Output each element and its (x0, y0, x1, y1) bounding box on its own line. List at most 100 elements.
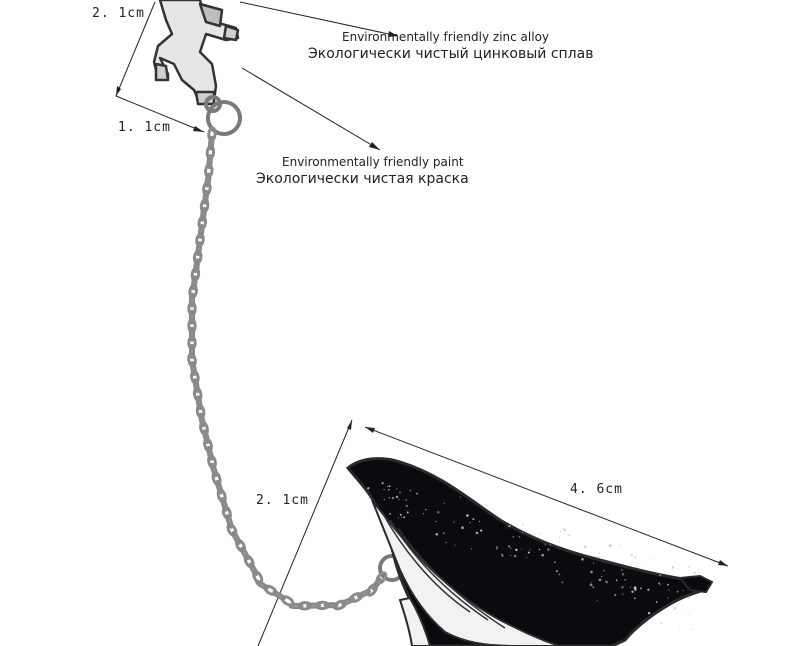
glitter-speck (453, 521, 455, 523)
jump-ring (206, 100, 242, 136)
glitter-speck (609, 544, 612, 547)
glitter-speck (603, 569, 605, 572)
alloy-caption-en: Environmentally friendly zinc alloy (342, 30, 550, 44)
glitter-speck (547, 548, 550, 551)
glitter-speck (435, 520, 437, 523)
glitter-speck (454, 544, 456, 546)
glitter-speck (621, 586, 624, 589)
glitter-speck (583, 545, 587, 549)
astronaut-boot (154, 62, 170, 82)
glitter-speck (388, 497, 390, 499)
chain-link (204, 172, 212, 188)
glitter-speck (383, 488, 385, 491)
glitter-speck (686, 609, 688, 612)
dim-line-astronaut-height (115, 1, 156, 97)
glitter-speck (581, 557, 584, 561)
chain-link (188, 309, 196, 325)
pointer-line-alloy (239, 1, 399, 37)
glitter-speck (592, 562, 595, 564)
glitter-speck (518, 536, 521, 538)
chain (187, 126, 388, 611)
glitter-speck (485, 504, 488, 507)
glitter-speck (459, 496, 462, 498)
glitter-speck (568, 534, 571, 537)
chain-link (191, 275, 198, 291)
glitter-speck (529, 548, 531, 551)
glitter-speck (383, 499, 385, 501)
glitter-speck (633, 555, 637, 559)
glitter-speck (605, 580, 608, 584)
glitter-speck (399, 513, 402, 516)
glitter-speck (589, 583, 593, 587)
chain-link (323, 602, 339, 609)
glitter-speck (667, 583, 669, 586)
glitter-speck (561, 581, 564, 584)
chain-link (202, 429, 210, 445)
glitter-speck (682, 589, 684, 592)
astronaut-pin (152, 0, 240, 106)
glitter-speck (368, 497, 370, 499)
glitter-speck (508, 545, 510, 548)
glitter-speck (635, 565, 638, 568)
glitter-speck (633, 586, 637, 590)
glitter-speck (494, 509, 496, 511)
glitter-speck (416, 492, 418, 495)
glitter-speck (549, 544, 552, 546)
glitter-speck (461, 526, 464, 530)
glitter-speck (544, 544, 546, 546)
arrowheads (116, 31, 728, 566)
arrowhead (365, 427, 375, 433)
glitter-speck (687, 596, 690, 600)
glitter-speck (631, 590, 634, 594)
glitter-speck (406, 511, 409, 514)
glitter-speck (387, 488, 390, 491)
pointer-line-paint (241, 67, 381, 151)
chain-link (248, 562, 259, 577)
glitter-speck (676, 590, 679, 593)
glitter-speck (688, 566, 691, 568)
glitter-speck (621, 573, 625, 576)
glitter-speck (541, 553, 544, 557)
glitter-speck (619, 545, 622, 547)
glitter-speck (510, 554, 512, 556)
glitter-speck (596, 600, 598, 602)
arrowhead (116, 86, 121, 96)
glitter-speck (508, 525, 511, 528)
glitter-speck (668, 589, 670, 591)
alloy-caption-ru: Экологически чистый цинковый сплав (308, 46, 594, 62)
glitter-speck (592, 586, 594, 589)
glitter-speck (387, 485, 389, 488)
paint-caption-en: Environmentally friendly paint (282, 155, 464, 169)
chain-link (202, 189, 209, 205)
glitter-speck (659, 584, 661, 586)
glitter-speck (688, 613, 690, 615)
arrowhead (347, 420, 352, 430)
chain-length-label: 2. 1cm (256, 493, 309, 508)
chain-link (188, 326, 196, 342)
glitter-speck (647, 588, 650, 591)
glitter-speck (521, 531, 524, 534)
chain-link (195, 241, 203, 257)
glitter-speck (409, 489, 412, 492)
astronaut-backpack (198, 2, 224, 28)
chain-link (375, 571, 388, 585)
glitter-speck (495, 547, 498, 550)
glitter-speck (397, 517, 399, 519)
glitter-speck (633, 597, 636, 600)
chain-link (240, 546, 250, 561)
glitter-speck (527, 551, 530, 554)
glitter-speck (621, 569, 623, 571)
glitter-speck (673, 607, 677, 610)
glitter-speck (659, 574, 662, 577)
glitter-speck (647, 611, 651, 615)
glitter-speck (526, 556, 528, 558)
glitter-speck (389, 513, 391, 515)
chain-link (255, 580, 269, 590)
glitter-speck (480, 529, 483, 532)
chain-link (225, 514, 234, 529)
astronaut-body (152, 0, 240, 106)
chain-link (198, 412, 206, 428)
glitter-speck (691, 628, 693, 630)
chain-link (200, 206, 207, 222)
chain-link (193, 258, 200, 274)
